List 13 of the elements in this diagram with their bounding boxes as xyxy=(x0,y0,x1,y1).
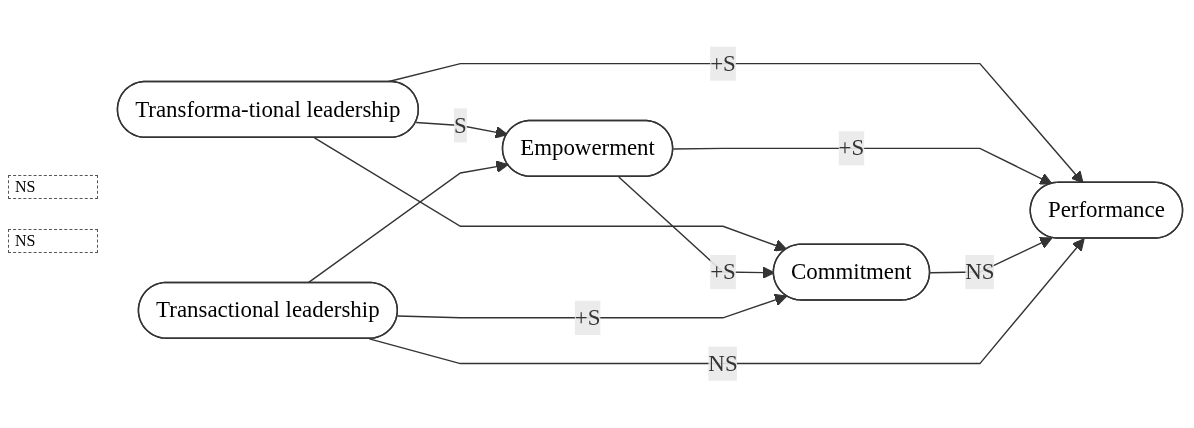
edge-label: +S xyxy=(710,51,736,76)
arrow xyxy=(415,122,508,139)
edge-label: NS xyxy=(708,351,738,376)
path-label: NS xyxy=(8,175,98,199)
edge-label: NS xyxy=(965,259,995,284)
edge-label: S xyxy=(454,112,467,138)
edge-label: +S xyxy=(838,135,865,161)
arrow xyxy=(672,148,1053,185)
arrow xyxy=(396,294,788,319)
edge-label: +S xyxy=(574,305,601,330)
arrow xyxy=(313,137,788,252)
path-label: NS xyxy=(8,229,98,253)
edge-label: +S xyxy=(710,259,736,284)
